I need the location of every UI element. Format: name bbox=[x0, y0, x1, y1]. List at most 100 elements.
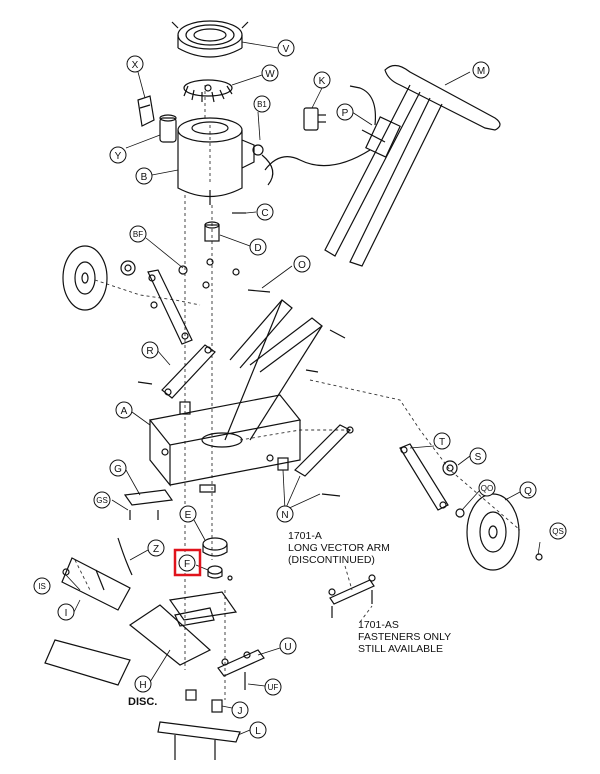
part-a-base-frame bbox=[137, 381, 302, 493]
callout-k: K bbox=[313, 71, 331, 89]
part-u-plate bbox=[217, 649, 265, 690]
fasteners-upper bbox=[150, 258, 240, 309]
svg-text:C: C bbox=[261, 208, 268, 219]
note-1701as: 1701-AS FASTENERS ONLY STILL AVAILABLE bbox=[358, 619, 451, 655]
part-qs-screw bbox=[535, 553, 543, 561]
frame-uprights bbox=[224, 299, 346, 441]
part-z-rod bbox=[117, 537, 133, 576]
callout-c: C bbox=[256, 203, 274, 221]
callout-b1: B1 bbox=[253, 95, 271, 113]
svg-text:K: K bbox=[319, 76, 326, 87]
svg-text:F: F bbox=[184, 559, 190, 570]
part-j-spacers bbox=[185, 689, 223, 713]
callout-v: V bbox=[277, 39, 295, 57]
callout-j: J bbox=[231, 701, 249, 719]
svg-text:A: A bbox=[121, 406, 128, 417]
part-p-switch-box bbox=[264, 85, 401, 171]
svg-text:L: L bbox=[255, 726, 261, 737]
part-t-axle-arm bbox=[399, 443, 449, 511]
callout-s: S bbox=[469, 447, 487, 465]
callout-leaders bbox=[65, 41, 541, 736]
callout-g: G bbox=[109, 459, 127, 477]
svg-text:R: R bbox=[146, 346, 153, 357]
part-s-knob bbox=[442, 460, 458, 476]
svg-text:BF: BF bbox=[133, 230, 143, 239]
part-g-bracket bbox=[123, 489, 174, 520]
callout-b: B bbox=[135, 167, 153, 185]
part-l-bottom-plate bbox=[157, 721, 241, 760]
note-1701as-title: 1701-AS bbox=[358, 619, 399, 631]
callout-qs: QS bbox=[549, 522, 567, 540]
svg-text:H: H bbox=[139, 680, 146, 691]
callout-is: IS bbox=[33, 577, 51, 595]
part-drive-plate bbox=[128, 591, 238, 666]
callout-y: Y bbox=[109, 146, 127, 164]
svg-text:S: S bbox=[475, 452, 482, 463]
part-1701a-long-vector-arm bbox=[328, 574, 376, 618]
callout-z: Z bbox=[147, 539, 165, 557]
callout-q: Q bbox=[519, 481, 537, 499]
callout-r: R bbox=[141, 341, 159, 359]
svg-text:T: T bbox=[439, 437, 445, 448]
svg-text:M: M bbox=[477, 66, 485, 77]
part-r-vector-arm bbox=[161, 344, 216, 399]
callout-h: H bbox=[134, 675, 152, 693]
part-bf-knob bbox=[120, 260, 136, 276]
part-v-fan-cover bbox=[171, 20, 249, 58]
svg-text:W: W bbox=[265, 69, 275, 80]
svg-text:N: N bbox=[281, 510, 288, 521]
callout-a: A bbox=[115, 401, 133, 419]
part-m-handle bbox=[324, 64, 501, 267]
callout-gs: GS bbox=[93, 491, 111, 509]
svg-text:Z: Z bbox=[153, 544, 159, 555]
note-1701a-title: 1701-A bbox=[288, 530, 322, 542]
callout-t: T bbox=[433, 432, 451, 450]
svg-text:IS: IS bbox=[38, 582, 46, 591]
part-b1-clamp bbox=[252, 144, 274, 186]
part-q-right-wheel bbox=[466, 493, 520, 571]
callout-o: O bbox=[293, 255, 311, 273]
svg-text:Y: Y bbox=[115, 151, 122, 162]
callout-w: W bbox=[261, 64, 279, 82]
svg-text:P: P bbox=[342, 108, 349, 119]
svg-text:J: J bbox=[238, 706, 243, 717]
part-k-switch bbox=[303, 107, 326, 131]
svg-text:GS: GS bbox=[96, 496, 108, 505]
target-highlight-box bbox=[173, 548, 202, 577]
svg-text:I: I bbox=[65, 608, 68, 619]
callout-e: E bbox=[179, 505, 197, 523]
note-1701a: 1701-A LONG VECTOR ARM (DISCONTINUED) bbox=[288, 530, 390, 566]
svg-text:X: X bbox=[132, 60, 139, 71]
part-b-motor bbox=[177, 117, 255, 205]
part-x-bracket bbox=[137, 95, 155, 127]
svg-text:U: U bbox=[284, 642, 291, 653]
svg-text:QS: QS bbox=[552, 527, 564, 536]
callout-i: I bbox=[57, 603, 75, 621]
part-d-coupler bbox=[204, 221, 220, 242]
svg-text:UF: UF bbox=[268, 683, 279, 692]
callout-d: D bbox=[249, 238, 267, 256]
callout-qo: QO bbox=[478, 479, 496, 497]
part-f-bushing bbox=[207, 565, 233, 581]
note-leader-lines bbox=[344, 565, 373, 623]
svg-text:B1: B1 bbox=[257, 100, 267, 109]
callout-f: F bbox=[173, 548, 202, 577]
svg-text:E: E bbox=[185, 510, 192, 521]
callout-labels: V W X B1 Y B K P M C D BF O R A T S G QO… bbox=[33, 39, 567, 739]
note-1701a-line2: (DISCONTINUED) bbox=[288, 554, 375, 566]
part-i-blade-holder bbox=[61, 557, 131, 611]
note-1701as-line1: FASTENERS ONLY bbox=[358, 631, 452, 643]
part-left-axle-arm bbox=[147, 269, 193, 345]
note-1701a-line1: LONG VECTOR ARM bbox=[288, 542, 390, 554]
part-qo-washer bbox=[455, 508, 465, 518]
part-left-wheel bbox=[62, 245, 108, 311]
callout-x: X bbox=[126, 55, 144, 73]
svg-text:Q: Q bbox=[524, 486, 532, 497]
callout-l: L bbox=[249, 721, 267, 739]
callout-uf: UF bbox=[264, 678, 282, 696]
svg-text:QO: QO bbox=[481, 484, 493, 493]
svg-text:V: V bbox=[283, 44, 290, 55]
callout-p: P bbox=[336, 103, 354, 121]
